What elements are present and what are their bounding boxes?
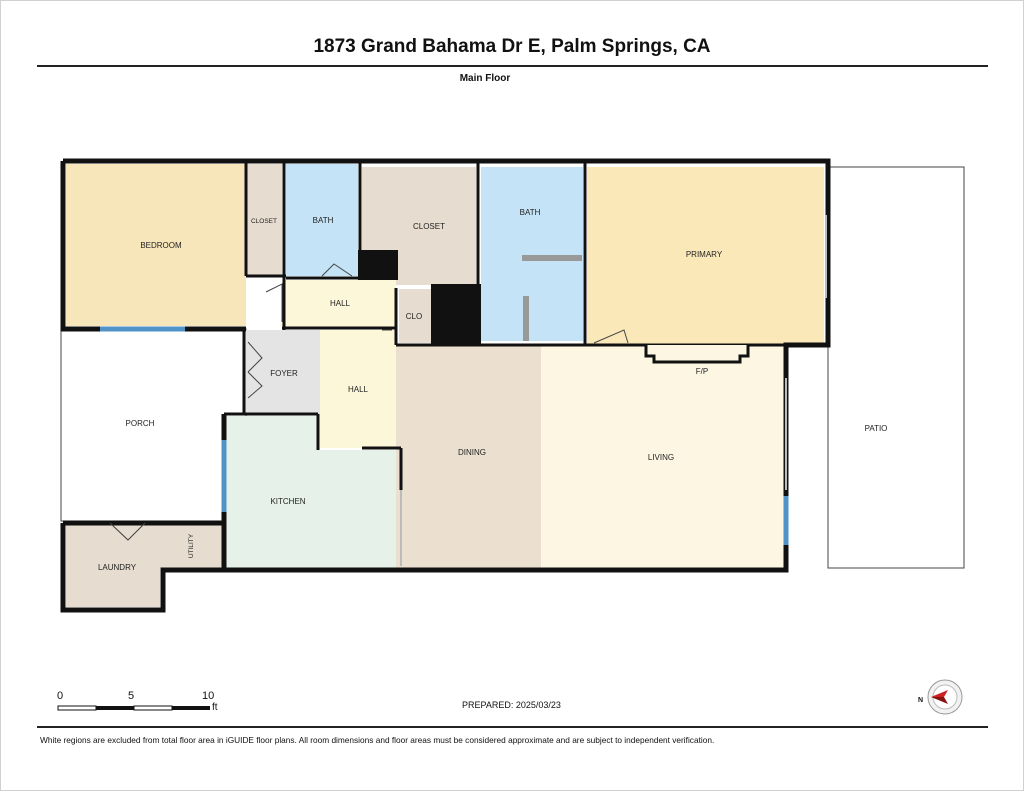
bedroom-room [66, 164, 246, 326]
scale-bar [57, 705, 210, 711]
interior-walls [224, 161, 828, 490]
clo-room [399, 289, 431, 343]
primary-room [587, 167, 824, 344]
patio-area [827, 166, 965, 569]
dining-room [396, 345, 541, 568]
scale-tick-0: 0 [57, 690, 64, 702]
closet-small-label: CLOSET [251, 218, 277, 225]
living-room [541, 345, 786, 568]
scale-tick-5: 5 [128, 690, 135, 702]
closet-label: CLOSET [413, 222, 445, 231]
patio-label: PATIO [865, 424, 888, 433]
shower-wall [523, 296, 529, 341]
dining-label: DINING [458, 448, 486, 457]
laundry-label: LAUNDRY [98, 563, 137, 572]
fireplace-label: F/P [696, 367, 708, 376]
primary-label: PRIMARY [686, 250, 723, 259]
hall-lower-room [320, 330, 396, 448]
foyer-label: FOYER [270, 369, 298, 378]
utility-label: UTILITY [188, 533, 195, 558]
bath-2-label: BATH [520, 208, 541, 217]
kitchen-label: KITCHEN [270, 497, 305, 506]
title-rule [37, 65, 988, 67]
laundry-room [66, 525, 222, 607]
clo-label: CLO [406, 312, 422, 321]
compass-north-label: N [918, 697, 924, 704]
scale-tick-10: 10 [202, 690, 215, 702]
scale-unit: ft [212, 702, 218, 713]
porch-area [60, 328, 247, 522]
kitchen-room [226, 416, 401, 568]
shower-wall [522, 255, 582, 261]
bedroom-label: BEDROOM [140, 241, 182, 250]
window-gray [400, 215, 827, 566]
hall-upper-label: HALL [330, 299, 351, 308]
foyer-room [244, 330, 320, 414]
page-title: 1873 Grand Bahama Dr E, Palm Springs, CA [313, 36, 711, 57]
hall-upper-room [282, 280, 396, 328]
windows [100, 326, 789, 545]
floor-name: Main Floor [459, 73, 511, 84]
closet-small-room [246, 164, 282, 276]
hall-lower-label: HALL [348, 385, 369, 394]
compass-icon [927, 679, 963, 715]
doors [109, 263, 629, 541]
wall-chase [431, 284, 481, 344]
prepared-date: PREPARED: 2025/03/23 [462, 700, 561, 710]
wall-chase [358, 250, 398, 280]
disclaimer-text: White regions are excluded from total fl… [40, 735, 715, 745]
bath-1-label: BATH [313, 216, 334, 225]
porch-label: PORCH [126, 419, 155, 428]
bath-1-room [286, 164, 358, 276]
living-label: LIVING [648, 453, 674, 462]
fireplace [644, 345, 750, 364]
bath-2-room [481, 167, 583, 341]
